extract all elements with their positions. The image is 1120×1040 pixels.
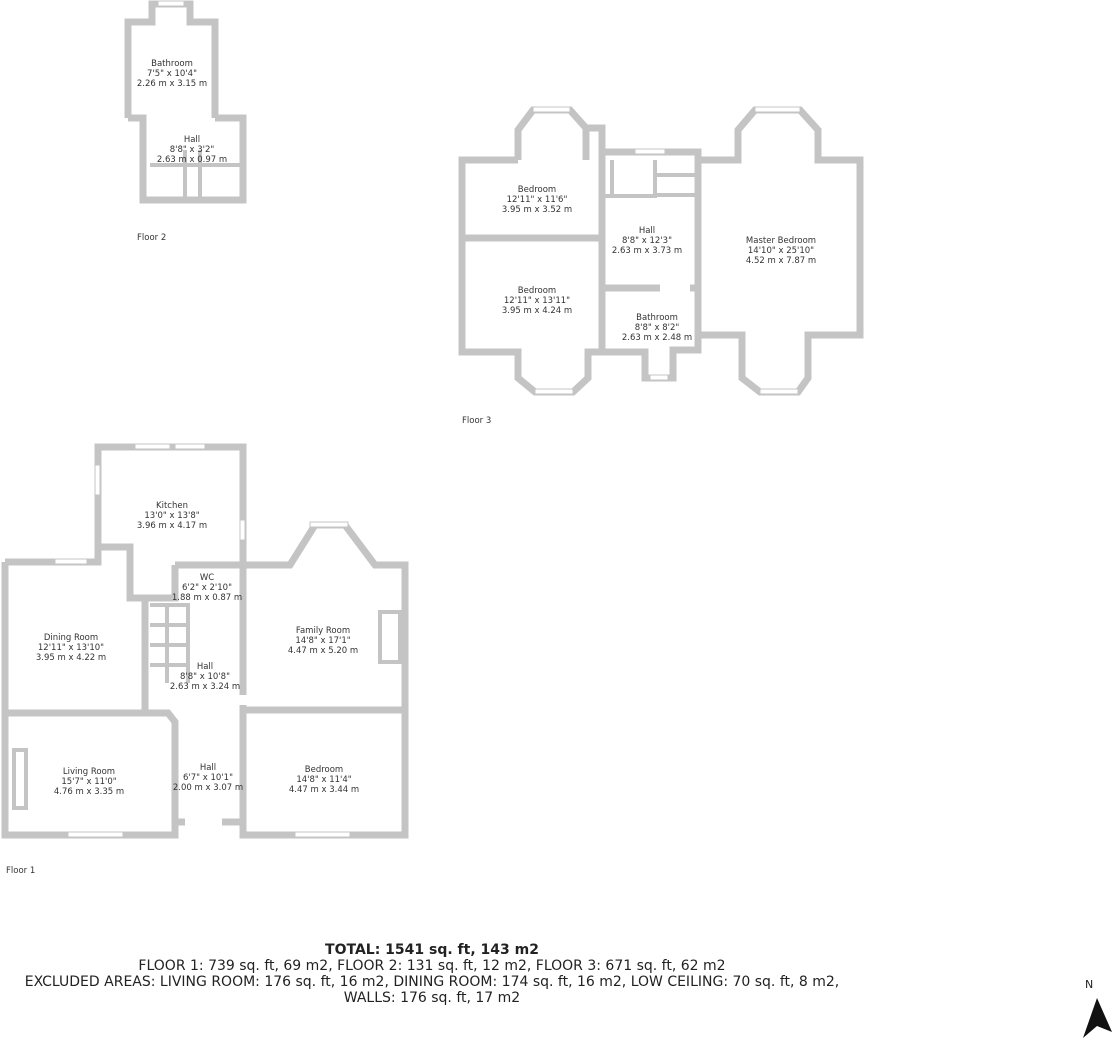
room-imperial: 12'11" x 13'11" <box>504 296 570 306</box>
excluded-areas: EXCLUDED AREAS: LIVING ROOM: 176 sq. ft,… <box>24 974 840 990</box>
room-name: Bedroom <box>518 286 556 296</box>
room-metric: 3.96 m x 4.17 m <box>137 521 207 531</box>
room-metric: 2.26 m x 3.15 m <box>137 79 207 89</box>
room-metric: 4.47 m x 3.44 m <box>289 785 359 795</box>
compass-label: N <box>1085 978 1093 991</box>
room-imperial: 8'8" x 3'2" <box>170 145 215 155</box>
room-metric: 2.63 m x 0.97 m <box>157 155 227 165</box>
floor-3-walls <box>458 106 864 396</box>
room-metric: 1.88 m x 0.87 m <box>172 593 242 603</box>
room-name: Living Room <box>63 767 115 777</box>
room-imperial: 8'8" x 12'3" <box>622 236 672 246</box>
room-imperial: 12'11" x 11'6" <box>507 195 568 205</box>
room-imperial: 13'0" x 13'8" <box>144 511 199 521</box>
room-imperial: 12'11" x 13'10" <box>38 643 104 653</box>
room-name: Hall <box>639 226 655 236</box>
room-metric: 2.00 m x 3.07 m <box>173 783 243 793</box>
floor-label: Floor 3 <box>462 416 491 426</box>
room-metric: 3.95 m x 3.52 m <box>502 205 572 215</box>
room-name: Bedroom <box>305 765 343 775</box>
room-name: Hall <box>197 662 213 672</box>
room-name: Hall <box>200 763 216 773</box>
floor-1-walls <box>1 443 409 839</box>
room-name: Hall <box>184 135 200 145</box>
room-imperial: 14'8" x 11'4" <box>296 775 351 785</box>
total-area: TOTAL: 1541 sq. ft, 143 m2 <box>325 942 539 958</box>
area-summary: TOTAL: 1541 sq. ft, 143 m2 FLOOR 1: 739 … <box>0 942 864 1006</box>
room-name: Bathroom <box>151 59 193 69</box>
room-imperial: 6'7" x 10'1" <box>183 773 233 783</box>
room-name: Bedroom <box>518 185 556 195</box>
floor-label: Floor 2 <box>137 233 166 243</box>
room-name: WC <box>200 573 214 583</box>
room-metric: 4.76 m x 3.35 m <box>54 787 124 797</box>
north-arrow-icon: N <box>1083 978 1112 1038</box>
floor-2-labels: Bathroom 7'5" x 10'4" 2.26 m x 3.15 m Ha… <box>137 59 227 243</box>
floor-2-walls <box>124 0 247 204</box>
room-imperial: 7'5" x 10'4" <box>147 69 197 79</box>
floor-1-labels: Kitchen 13'0" x 13'8" 3.96 m x 4.17 m WC… <box>6 501 359 876</box>
room-imperial: 14'10" x 25'10" <box>748 246 814 256</box>
room-imperial: 6'2" x 2'10" <box>182 583 232 593</box>
room-metric: 4.52 m x 7.87 m <box>746 256 816 266</box>
wall-area: WALLS: 176 sq. ft, 17 m2 <box>343 990 521 1006</box>
room-metric: 2.63 m x 2.48 m <box>622 333 692 343</box>
room-name: Bathroom <box>636 313 678 323</box>
room-imperial: 14'8" x 17'1" <box>295 636 350 646</box>
room-imperial: 15'7" x 11'0" <box>61 777 116 787</box>
floor-label: Floor 1 <box>6 866 35 876</box>
room-name: Family Room <box>296 626 350 636</box>
floor-3-labels: Bedroom 12'11" x 11'6" 3.95 m x 3.52 m B… <box>462 185 816 426</box>
room-metric: 3.95 m x 4.22 m <box>36 653 106 663</box>
room-metric: 3.95 m x 4.24 m <box>502 306 572 316</box>
room-imperial: 8'8" x 8'2" <box>635 323 680 333</box>
room-metric: 4.47 m x 5.20 m <box>288 646 358 656</box>
room-metric: 2.63 m x 3.73 m <box>612 246 682 256</box>
floor-areas: FLOOR 1: 739 sq. ft, 69 m2, FLOOR 2: 131… <box>138 958 726 974</box>
room-name: Dining Room <box>44 633 98 643</box>
room-name: Master Bedroom <box>746 236 816 246</box>
room-imperial: 8'8" x 10'8" <box>180 672 230 682</box>
room-metric: 2.63 m x 3.24 m <box>170 682 240 692</box>
room-name: Kitchen <box>156 501 188 511</box>
